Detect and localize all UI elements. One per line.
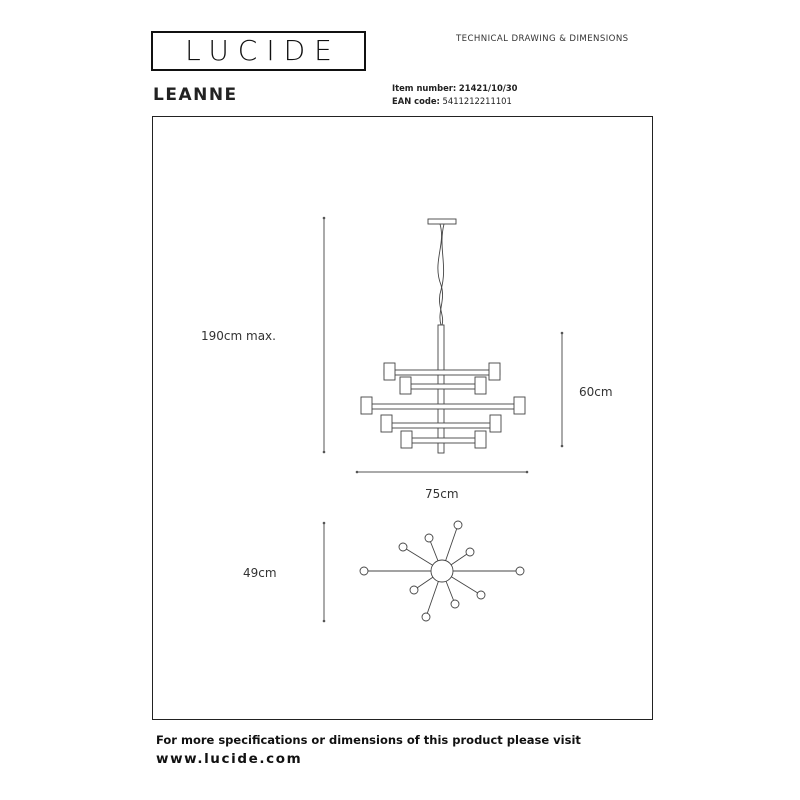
item-number-value: 21421/10/30 bbox=[458, 83, 518, 93]
lucide-logo: LUCIDE bbox=[151, 31, 366, 71]
item-number-line: Item number: 21421/10/30 bbox=[392, 83, 518, 93]
pendant-side-view bbox=[360, 218, 526, 454]
document-subtitle: TECHNICAL DRAWING & DIMENSIONS bbox=[456, 34, 629, 44]
ean-code-line: EAN code: 5411212211101 bbox=[392, 96, 512, 106]
footer-note: For more specifications or dimensions of… bbox=[156, 733, 581, 747]
ean-code-value: 5411212211101 bbox=[442, 96, 512, 106]
width-dimension-label: 75cm bbox=[425, 487, 459, 501]
height-dimension-label: 190cm max. bbox=[201, 329, 276, 343]
body-height-dimension-label: 60cm bbox=[579, 385, 613, 399]
product-name: LEANNE bbox=[153, 85, 238, 105]
item-number-label: Item number: bbox=[392, 83, 457, 93]
pendant-top-view bbox=[359, 520, 525, 622]
logo-text: LUCIDE bbox=[185, 34, 341, 67]
drawing-frame bbox=[152, 116, 653, 720]
central-hub bbox=[430, 559, 454, 583]
depth-dimension-label: 49cm bbox=[243, 566, 277, 580]
ceiling-canopy bbox=[427, 218, 457, 225]
website-link[interactable]: www.lucide.com bbox=[156, 751, 303, 767]
ean-code-label: EAN code: bbox=[392, 96, 440, 106]
